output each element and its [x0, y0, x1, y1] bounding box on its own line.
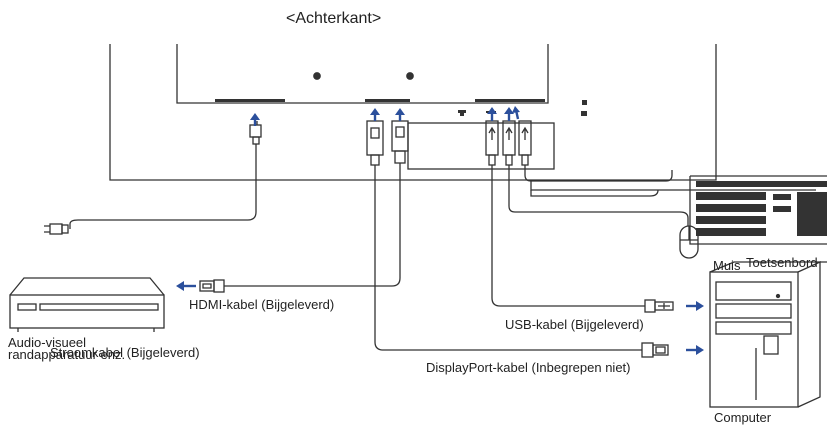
arrow-dp-up: [370, 108, 380, 121]
diagram-title: <Achterkant>: [286, 10, 382, 27]
arrow-usb-to-pc: [686, 301, 704, 311]
displayport-cable-label: DisplayPort-kabel (Inbegrepen niet): [426, 360, 631, 375]
mouse-label: Muis: [713, 258, 741, 273]
arrow-hdmi-up: [395, 108, 405, 121]
port-cover: [407, 122, 555, 170]
arrow-dp-to-pc: [686, 345, 704, 355]
arrow-usb-up: [487, 106, 520, 121]
displayport-cable: [366, 120, 669, 358]
usb-cable-label: USB-kabel (Bijgeleverd): [505, 317, 644, 332]
av-device-label-line2: randapparatuur enz.: [8, 347, 126, 362]
hdmi-cable: [199, 120, 409, 293]
computer-tower: [709, 260, 827, 408]
av-device-label-line1: Audio-visueel: [8, 335, 87, 350]
arrow-hdmi-to-av: [176, 281, 196, 291]
monitor-outline: [109, 44, 717, 181]
arrows: [176, 106, 704, 355]
arrow-power-up: [250, 113, 260, 126]
mouse-device: [679, 225, 699, 259]
keyboard-device: [689, 175, 827, 245]
av-device: [9, 277, 165, 332]
computer-label: Computer: [714, 410, 772, 425]
keyboard-label: Toetsenbord: [746, 255, 818, 270]
hdmi-cable-label: HDMI-kabel (Bijgeleverd): [189, 297, 335, 312]
usb-cable-computer: [491, 165, 674, 313]
usb-cable-mouse: [508, 165, 689, 226]
power-cable-label: Stroomkabel (Bijgeleverd): [50, 345, 200, 360]
usb-cable-keyboard: [524, 165, 816, 197]
power-cable: [44, 121, 262, 235]
